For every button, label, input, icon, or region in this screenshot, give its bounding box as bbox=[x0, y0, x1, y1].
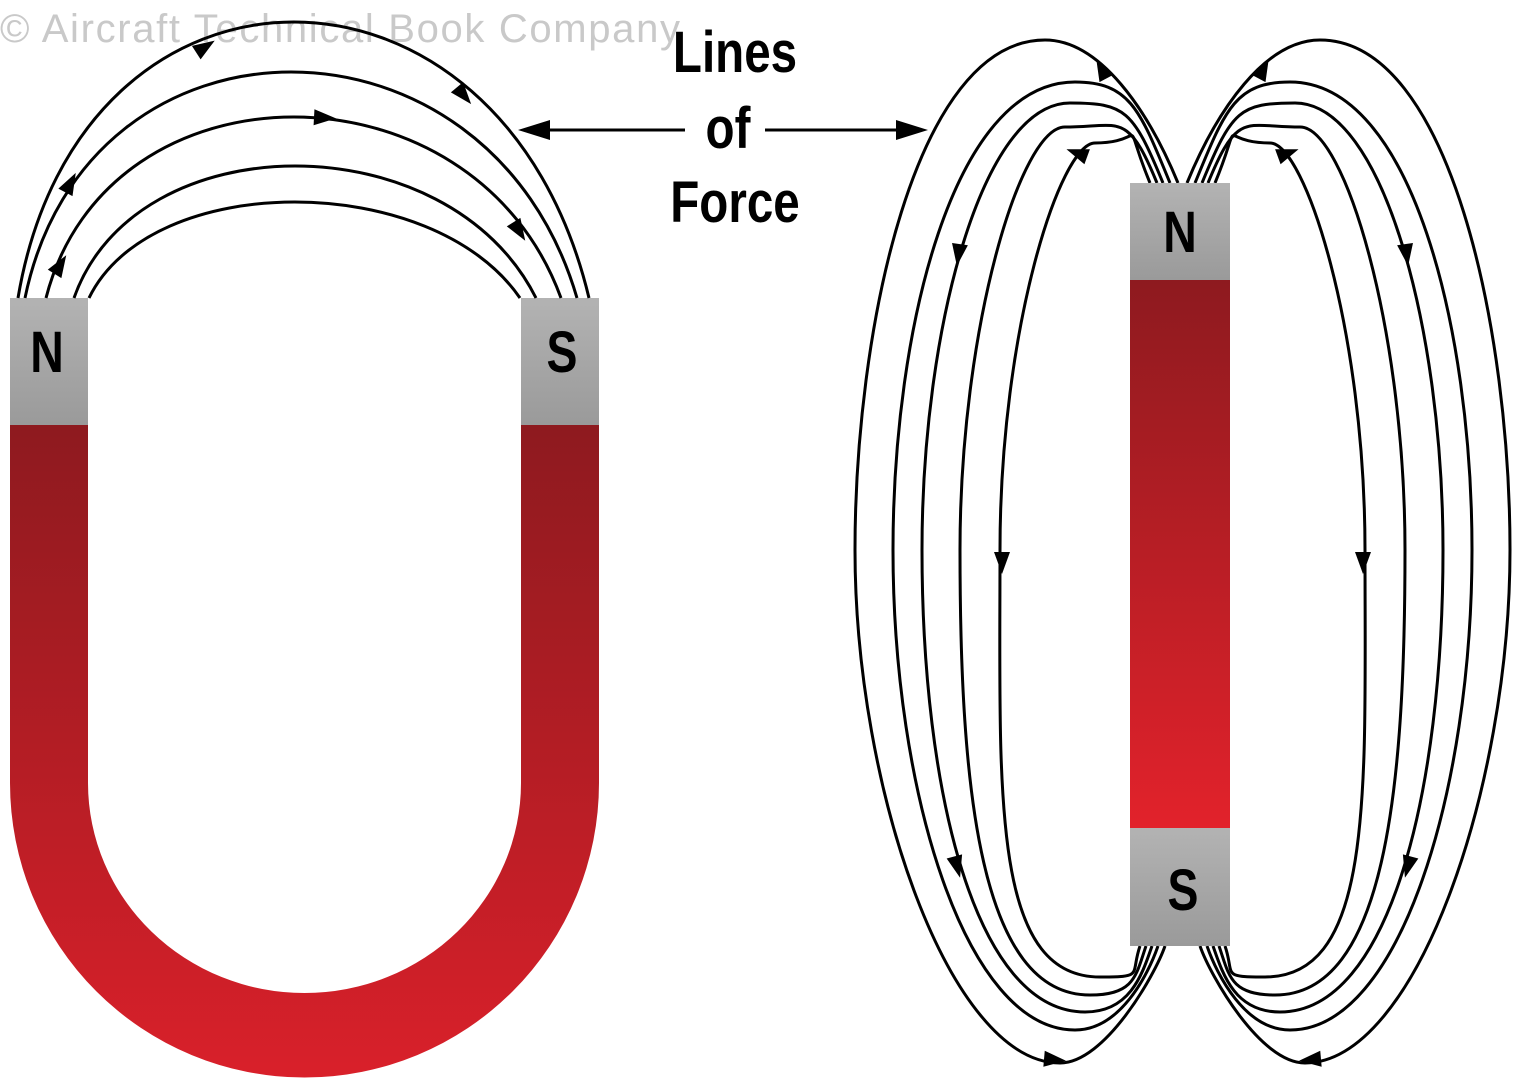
field-arrow-icon bbox=[191, 40, 215, 60]
field-line bbox=[998, 134, 1152, 979]
field-arrow-icon bbox=[1402, 854, 1419, 878]
field-line bbox=[44, 115, 563, 299]
field-arrow-icon bbox=[1355, 552, 1371, 574]
field-arrow-icon bbox=[1275, 149, 1299, 165]
arrowhead-right-icon bbox=[896, 120, 928, 140]
field-arrow-icon bbox=[946, 854, 963, 878]
field-line bbox=[958, 123, 1159, 997]
arrowhead-left-icon bbox=[518, 120, 550, 140]
bar-south-label: S bbox=[1168, 858, 1199, 923]
bar-field-lines-right bbox=[1185, 38, 1512, 1067]
field-line bbox=[1206, 123, 1407, 997]
field-line bbox=[1213, 134, 1367, 979]
field-arrow-icon bbox=[994, 552, 1010, 574]
lines-of-force-label: Lines of Force bbox=[518, 21, 928, 236]
field-arrow-icon bbox=[313, 109, 336, 126]
horseshoe-north-label: N bbox=[30, 320, 64, 385]
label-line-2: of bbox=[706, 97, 751, 162]
field-line bbox=[920, 101, 1165, 1014]
bar-north-pole bbox=[1130, 183, 1230, 280]
field-line bbox=[1185, 38, 1512, 1065]
watermark: © Aircraft Technical Book Company bbox=[0, 7, 680, 51]
horseshoe-field-lines bbox=[16, 20, 591, 299]
field-arrow-icon bbox=[47, 255, 67, 279]
field-line bbox=[87, 200, 522, 299]
bar-magnet: N S bbox=[853, 38, 1512, 1067]
field-arrow-icon bbox=[1397, 243, 1413, 266]
field-arrow-icon bbox=[1043, 1050, 1066, 1067]
bar-field-lines-left bbox=[853, 38, 1180, 1067]
bar-south-pole bbox=[1130, 828, 1230, 946]
horseshoe-body bbox=[10, 425, 599, 1078]
field-arrow-icon bbox=[506, 217, 526, 241]
horseshoe-south-label: S bbox=[547, 320, 578, 385]
field-arrow-icon bbox=[952, 243, 968, 266]
label-line-1: Lines bbox=[673, 21, 797, 86]
field-line bbox=[853, 38, 1180, 1065]
field-arrow-icon bbox=[1066, 149, 1090, 165]
field-line bbox=[16, 20, 591, 299]
bar-north-label: N bbox=[1163, 200, 1197, 265]
field-arrow-icon bbox=[1096, 58, 1114, 83]
field-line bbox=[1193, 80, 1474, 1032]
horseshoe-magnet: N S bbox=[10, 20, 599, 1078]
field-line bbox=[72, 164, 538, 299]
label-line-3: Force bbox=[670, 171, 799, 236]
field-arrow-icon bbox=[1299, 1050, 1322, 1067]
field-line bbox=[891, 80, 1172, 1032]
field-arrow-icon bbox=[1251, 58, 1269, 83]
bar-body bbox=[1130, 280, 1230, 828]
horseshoe-north-pole bbox=[10, 298, 88, 425]
field-arrow-icon bbox=[58, 172, 76, 197]
field-arrow-icon bbox=[450, 82, 472, 105]
horseshoe-south-pole bbox=[521, 298, 599, 425]
field-line bbox=[1200, 101, 1445, 1014]
